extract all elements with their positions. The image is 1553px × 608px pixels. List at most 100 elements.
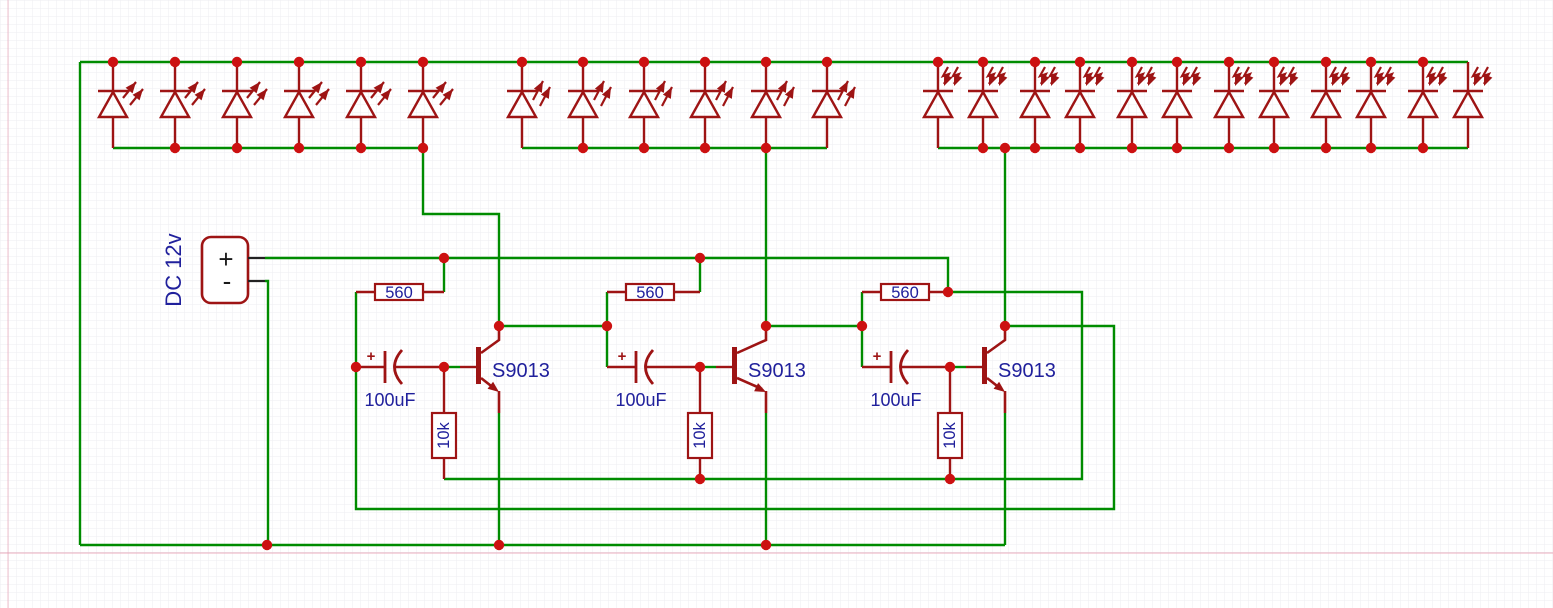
- arrow-head: [1183, 74, 1192, 86]
- led[interactable]: [1354, 62, 1396, 148]
- arrow-head: [1377, 74, 1386, 86]
- led[interactable]: [282, 62, 330, 148]
- junction-dot: [1126, 56, 1138, 68]
- arrow-head: [989, 74, 998, 86]
- arrow-head: [777, 81, 787, 93]
- junction-dot: [355, 142, 367, 154]
- junction-dot: [293, 142, 305, 154]
- resistor-560-stage3[interactable]: 560: [862, 282, 950, 302]
- arrow-head: [1429, 74, 1438, 86]
- dc-source[interactable]: +-DC 12v: [161, 233, 265, 307]
- resistor-10k-stage1[interactable]: 10k: [430, 367, 458, 479]
- stage3-feedback-wire: [354, 292, 1116, 511]
- junction-dot: [293, 56, 305, 68]
- arrow-head: [1332, 74, 1341, 86]
- resistor-560-value: 560: [891, 284, 919, 302]
- arrow-head: [1086, 74, 1095, 86]
- led[interactable]: [566, 62, 612, 148]
- junction-dot: [169, 56, 181, 68]
- junction-dot: [944, 361, 956, 373]
- arrow-head: [540, 87, 550, 99]
- led[interactable]: [1063, 62, 1105, 148]
- cap-plate-curved: [393, 349, 404, 385]
- cap-polarity-plus: +: [873, 348, 882, 365]
- arrow-head: [1245, 74, 1254, 86]
- junction-dot: [1268, 56, 1280, 68]
- junction-dot: [638, 56, 650, 68]
- base-bar: [476, 347, 481, 384]
- arrow-head: [954, 74, 963, 86]
- capacitor-100uF-stage3[interactable]: +100uF: [862, 348, 950, 410]
- junction-dot: [699, 142, 711, 154]
- cap-value-label: 100uF: [615, 390, 666, 410]
- junction-dot: [417, 142, 429, 154]
- junction-dot: [932, 56, 944, 68]
- cap-value-label: 100uF: [364, 390, 415, 410]
- junction-dot: [577, 142, 589, 154]
- arrow-head: [1439, 74, 1448, 86]
- arrow-head: [754, 383, 766, 392]
- led[interactable]: [220, 62, 268, 148]
- led[interactable]: [505, 62, 551, 148]
- arrow-head: [194, 89, 205, 101]
- arrow-head: [442, 89, 453, 101]
- arrow-head: [1051, 74, 1060, 86]
- junction-dot: [760, 56, 772, 68]
- led[interactable]: [749, 62, 795, 148]
- junction-dot: [699, 56, 711, 68]
- arrow-head: [845, 87, 855, 99]
- junction-dot: [760, 142, 772, 154]
- led[interactable]: [96, 62, 144, 148]
- led[interactable]: [1018, 62, 1060, 148]
- transistor-label: S9013: [998, 360, 1056, 382]
- arrow-head: [187, 82, 198, 94]
- junction-dot: [350, 361, 362, 373]
- junction-dot: [1074, 142, 1086, 154]
- junction-dot: [438, 252, 450, 264]
- junction-dot: [1365, 56, 1377, 68]
- arrow-head: [1138, 74, 1147, 86]
- capacitor-100uF-stage2[interactable]: +100uF: [607, 348, 700, 410]
- junction-dot: [231, 142, 243, 154]
- resistor-10k-stage2[interactable]: 10k: [686, 367, 714, 479]
- junction-dot: [1417, 142, 1429, 154]
- led[interactable]: [1451, 62, 1493, 148]
- resistor-560-stage1[interactable]: 560: [356, 282, 444, 302]
- arrow-head: [1387, 74, 1396, 86]
- arrow-head: [999, 74, 1008, 86]
- arrow-head: [716, 81, 726, 93]
- led-bank-1-feed-wire: [421, 148, 501, 326]
- junction-dot: [261, 539, 273, 551]
- resistor-10k-stage3[interactable]: 10k: [936, 367, 964, 479]
- junction-dot: [977, 142, 989, 154]
- resistor-body: [936, 411, 964, 460]
- junction-dot: [516, 56, 528, 68]
- arrow-head: [487, 381, 499, 392]
- arrow-head: [601, 87, 611, 99]
- base-bias-bus: [444, 290, 1084, 481]
- transistor-s9013-stage1[interactable]: S9013: [460, 326, 550, 413]
- resistor-10k-value: 10k: [435, 421, 453, 448]
- transistor-s9013-stage2[interactable]: S9013: [716, 326, 806, 413]
- resistor-560-stage2[interactable]: 560: [607, 282, 700, 302]
- junction-dot: [493, 539, 505, 551]
- arrow-head: [993, 381, 1005, 392]
- arrow-head: [594, 81, 604, 93]
- junction-dot: [1029, 56, 1041, 68]
- led[interactable]: [627, 62, 673, 148]
- junction-dot: [1320, 142, 1332, 154]
- arrow-head: [1280, 74, 1289, 86]
- arrow-head: [373, 82, 384, 94]
- junction-dot: [493, 320, 505, 332]
- led[interactable]: [1212, 62, 1254, 148]
- cap-polarity-plus: +: [618, 348, 627, 365]
- transistor-label: S9013: [748, 360, 806, 382]
- transistor-s9013-stage3[interactable]: S9013: [966, 326, 1056, 413]
- junction-dot: [1223, 142, 1235, 154]
